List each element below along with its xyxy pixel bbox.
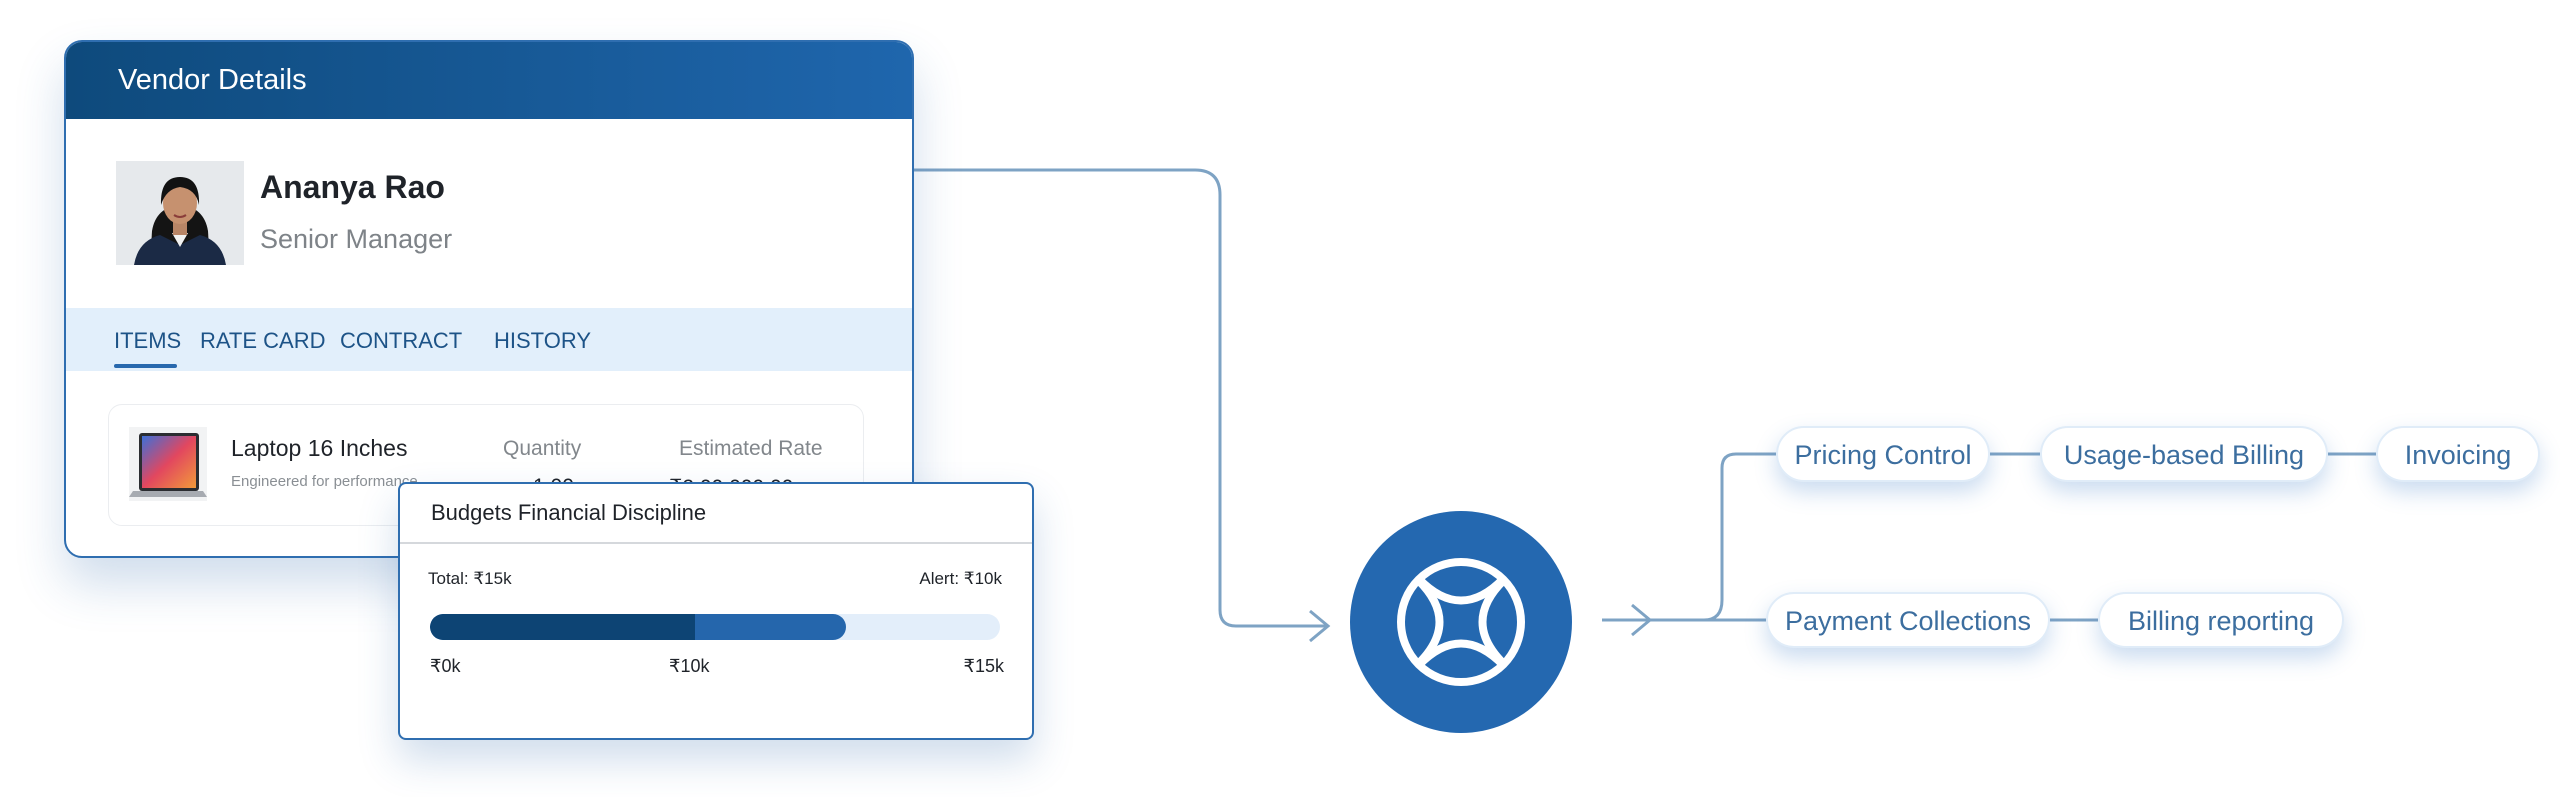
- item-name: Laptop 16 Inches: [231, 435, 408, 461]
- vendor-name: Ananya Rao: [260, 169, 445, 205]
- hub-input-arrowhead: [1309, 609, 1331, 643]
- budget-spent-fill: [430, 614, 695, 640]
- budget-total: Total: ₹15k: [428, 569, 512, 588]
- rate-label: Estimated Rate: [679, 437, 823, 460]
- laptop-icon: [129, 427, 207, 501]
- budget-tick-max: ₹15k: [963, 656, 1004, 676]
- person-avatar-image: [116, 161, 244, 265]
- tab-contract[interactable]: CONTRACT: [340, 328, 463, 353]
- budget-alert: Alert: ₹10k: [919, 569, 1002, 588]
- avatar: [116, 161, 244, 265]
- vendor-details-card: Vendor Details Ananya Rao Senior Manager…: [64, 40, 914, 558]
- budget-progress-bar: [430, 614, 1000, 640]
- invoicing-pill[interactable]: Invoicing: [2376, 426, 2540, 482]
- branch-to-row1: [1703, 452, 1776, 622]
- tab-history[interactable]: HISTORY: [494, 328, 591, 353]
- vendor-role: Senior Manager: [260, 224, 453, 254]
- globe-icon: [1397, 558, 1525, 686]
- budget-title: Budgets Financial Discipline: [400, 484, 1032, 544]
- globe-hub: [1350, 511, 1572, 733]
- budget-tick-min: ₹0k: [430, 656, 461, 676]
- budget-tick-mid: ₹10k: [669, 656, 710, 676]
- vendor-tabs: ITEMS RATE CARD CONTRACT HISTORY: [66, 308, 912, 371]
- active-tab-indicator: [114, 364, 177, 368]
- item-description: Engineered for performance: [231, 473, 418, 490]
- quantity-label: Quantity: [503, 437, 582, 460]
- vendor-to-hub-connector: [910, 168, 1326, 628]
- tab-rate-card[interactable]: RATE CARD: [200, 328, 326, 353]
- vendor-card-title: Vendor Details: [66, 42, 912, 119]
- billing-reporting-pill[interactable]: Billing reporting: [2098, 592, 2344, 648]
- vendor-profile: Ananya Rao Senior Manager: [66, 119, 912, 308]
- hub-output-arrowhead: [1631, 603, 1653, 637]
- pricing-control-pill[interactable]: Pricing Control: [1776, 426, 1990, 482]
- budget-card: Budgets Financial Discipline Total: ₹15k…: [398, 482, 1034, 740]
- usage-based-billing-pill[interactable]: Usage-based Billing: [2040, 426, 2328, 482]
- payment-collections-pill[interactable]: Payment Collections: [1766, 592, 2050, 648]
- tab-items[interactable]: ITEMS: [114, 328, 182, 353]
